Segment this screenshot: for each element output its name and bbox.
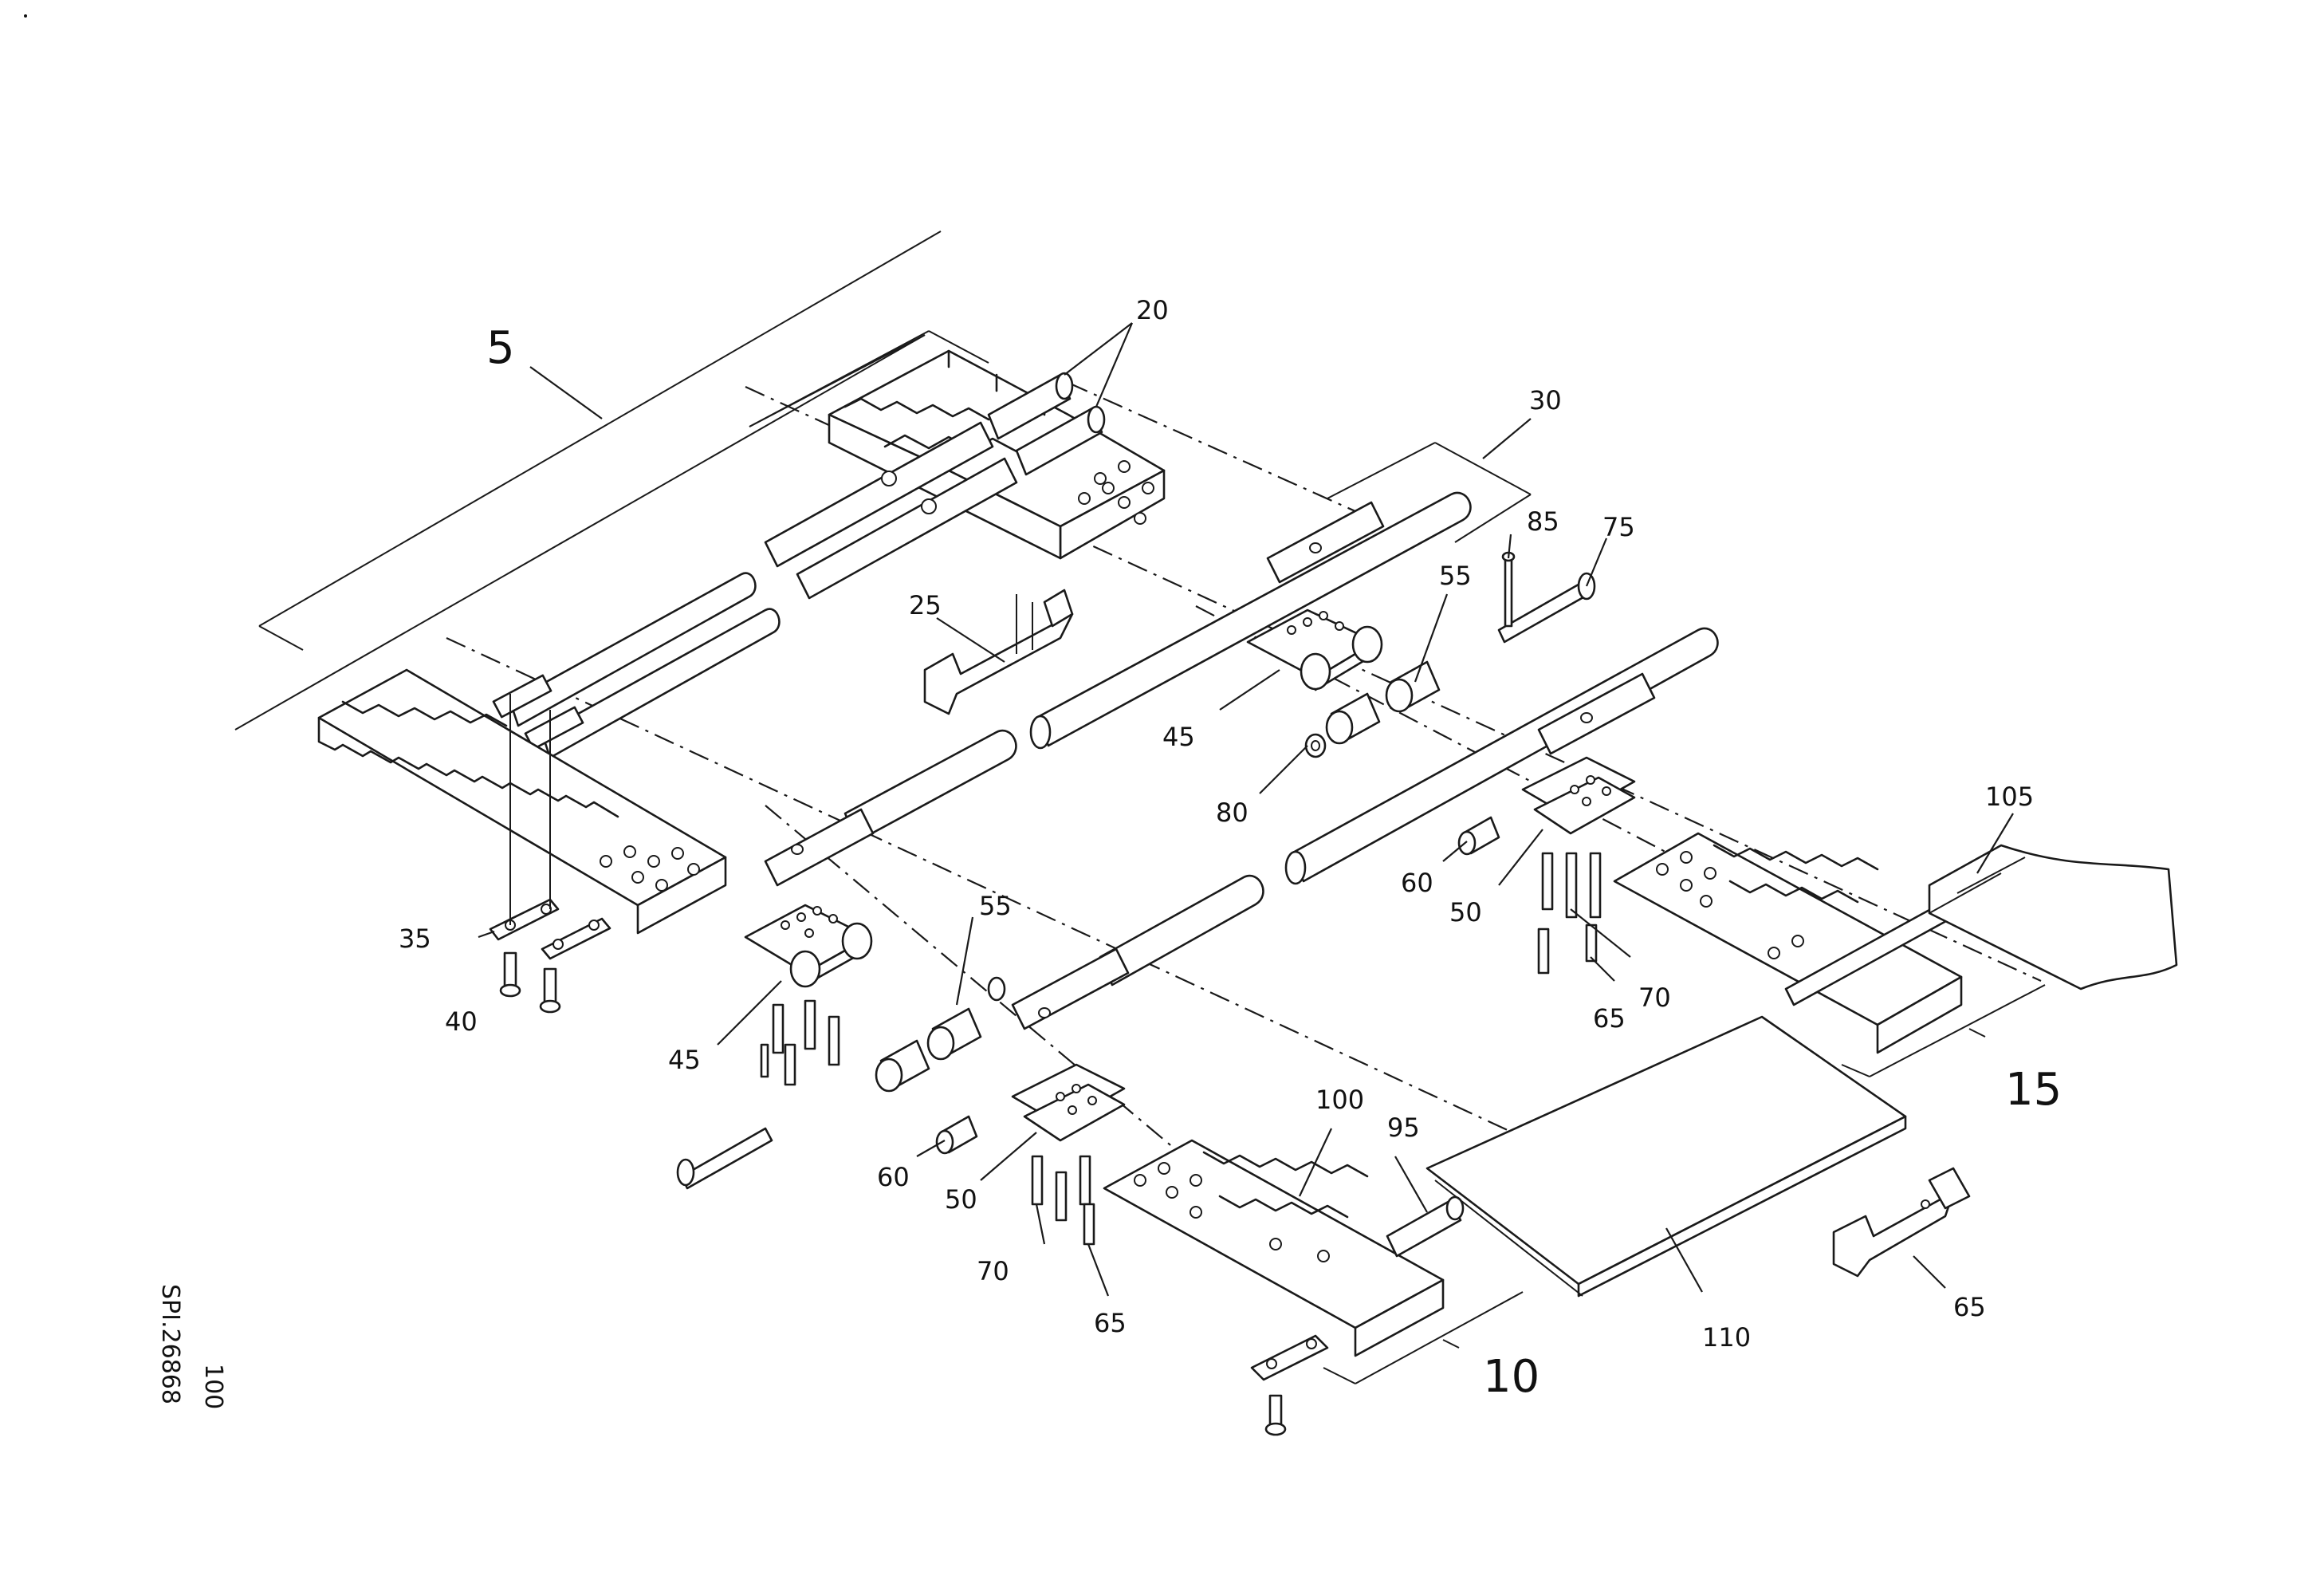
callout-110: 110 [1702, 1322, 1751, 1353]
callout-40: 40 [445, 1006, 478, 1037]
callout-85: 85 [1527, 506, 1559, 537]
clamp-plates-35 [489, 694, 611, 960]
left-hinge-plate-50 [935, 1063, 1126, 1155]
callout-45-center: 45 [1162, 722, 1195, 752]
callout-45-left: 45 [668, 1045, 701, 1075]
bracket-65 [1832, 1167, 1971, 1278]
left-hinge-45 [744, 904, 873, 988]
callout-30: 30 [1529, 385, 1562, 415]
right-bolts-65-70 [1537, 852, 1602, 975]
callout-25: 25 [909, 590, 942, 620]
left-pin-75 [676, 1043, 773, 1190]
bracket-25 [923, 589, 1074, 715]
callout-15: 15 [2005, 1064, 2062, 1116]
callout-65-bracket: 65 [1953, 1292, 1986, 1322]
callout-70-left: 70 [977, 1256, 1009, 1286]
callout-70-right: 70 [1638, 983, 1671, 1013]
rear-track-shoe [828, 349, 1166, 560]
leader-lines [478, 322, 2014, 1297]
group-5-bracket [234, 230, 942, 731]
left-bushing-55 [875, 976, 1006, 1093]
callout-60-left: 60 [877, 1162, 910, 1192]
callout-80: 80 [1216, 798, 1249, 828]
right-track-shoe [1613, 832, 1963, 1054]
center-bushing-55 [1304, 660, 1441, 758]
lower-track-shoe [1103, 1139, 1445, 1357]
group-20-frame [749, 330, 989, 427]
callout-20: 20 [1136, 295, 1169, 325]
group-30-bracket [1327, 442, 1532, 543]
group-15-bracket [1841, 984, 2046, 1077]
callout-5: 5 [486, 322, 515, 374]
sheet-page-number: 100 [199, 1364, 227, 1409]
callout-100: 100 [1315, 1085, 1364, 1115]
tube-bars [492, 491, 1719, 1030]
center-hinge-45 [1246, 608, 1383, 691]
callout-65-right: 65 [1593, 1003, 1626, 1034]
callout-35: 35 [399, 924, 431, 954]
callout-55-center: 55 [1439, 561, 1472, 591]
callout-50-left: 50 [945, 1184, 977, 1215]
group-10-bracket [1323, 1291, 1524, 1384]
left-track-shoe [317, 668, 727, 935]
plate-110 [1425, 1015, 1907, 1298]
sheet-drawing-code: SPI.26868 [156, 1284, 184, 1404]
registration-dot [24, 14, 27, 18]
callout-60-right: 60 [1401, 868, 1433, 898]
callout-65-left: 65 [1094, 1308, 1127, 1338]
callout-75: 75 [1602, 512, 1635, 542]
callout-95: 95 [1387, 1113, 1420, 1143]
callout-105: 105 [1985, 782, 2034, 812]
center-pin-75-85 [1497, 551, 1596, 644]
callout-55-left: 55 [979, 891, 1012, 921]
belt-105 [1928, 844, 2178, 990]
callout-50-right: 50 [1449, 897, 1482, 927]
sheet-reference: 100 SPI.26868 [156, 1284, 227, 1409]
left-bolts-65-70 [772, 999, 1095, 1246]
callout-10: 10 [1483, 1351, 1540, 1403]
bolts-40 [499, 951, 561, 1014]
lower-plate-10 [1250, 1334, 1329, 1436]
callout-labels: 5 10 15 20 25 30 35 40 45 45 50 50 55 55… [399, 295, 2062, 1403]
shaft-100 [1386, 1195, 1465, 1258]
pin-assembly-20 [764, 372, 1106, 600]
right-hinge-plate-50 [1457, 756, 1636, 856]
